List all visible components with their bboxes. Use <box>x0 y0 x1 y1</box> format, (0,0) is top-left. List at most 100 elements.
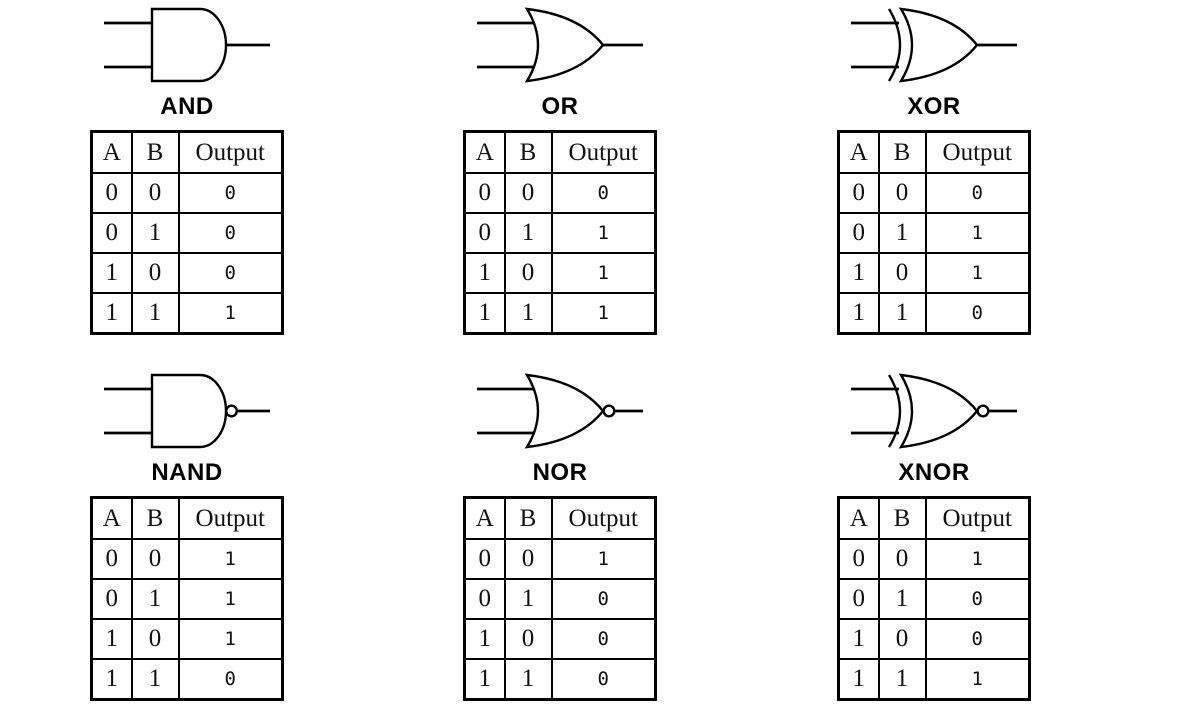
output-value: 0 <box>177 658 284 701</box>
xnor-gate-icon <box>851 373 1017 449</box>
b-value: 0 <box>503 538 553 580</box>
negation-bubble-icon <box>976 404 990 418</box>
a-value: 0 <box>837 212 880 254</box>
output-value: 0 <box>177 252 284 294</box>
a-value: 0 <box>90 172 133 214</box>
a-value: 0 <box>837 578 880 620</box>
output-value: 1 <box>550 212 657 254</box>
a-value: 0 <box>90 538 133 580</box>
output-value: 1 <box>177 538 284 580</box>
b-value: 0 <box>877 618 927 660</box>
gate-card-nor: NOR A B Output 0 0 1 0 1 0 1 0 0 <box>463 368 657 701</box>
b-value: 0 <box>503 252 553 294</box>
output-value: 0 <box>924 292 1031 335</box>
a-value: 0 <box>90 578 133 620</box>
b-value: 1 <box>877 658 927 701</box>
truth-row: 0 1 1 <box>837 212 1031 254</box>
truth-table-nand: A B Output 0 0 1 0 1 1 1 0 1 1 <box>90 496 284 701</box>
col-header-output: Output <box>550 496 657 540</box>
truth-table-or: A B Output 0 0 0 0 1 1 1 0 1 1 <box>463 130 657 335</box>
truth-row: 1 1 0 <box>463 658 657 701</box>
b-value: 0 <box>503 172 553 214</box>
truth-row: 1 1 0 <box>837 292 1031 335</box>
col-header-b: B <box>877 496 927 540</box>
col-header-output: Output <box>924 496 1031 540</box>
b-value: 0 <box>877 172 927 214</box>
output-value: 0 <box>924 578 1031 620</box>
truth-table-header-row: A B Output <box>463 130 657 174</box>
truth-table-nor: A B Output 0 0 1 0 1 0 1 0 0 1 <box>463 496 657 701</box>
a-value: 0 <box>90 212 133 254</box>
a-value: 0 <box>837 538 880 580</box>
output-value: 0 <box>924 618 1031 660</box>
col-header-output: Output <box>177 130 284 174</box>
truth-table-header-row: A B Output <box>463 496 657 540</box>
a-value: 0 <box>837 172 880 214</box>
col-header-b: B <box>503 130 553 174</box>
b-value: 1 <box>503 578 553 620</box>
b-value: 0 <box>503 618 553 660</box>
a-value: 1 <box>463 252 506 294</box>
b-value: 0 <box>130 538 180 580</box>
truth-row: 1 1 1 <box>837 658 1031 701</box>
a-value: 0 <box>463 172 506 214</box>
xor-gate-icon <box>851 7 1017 83</box>
output-value: 1 <box>177 292 284 335</box>
truth-row: 0 1 0 <box>90 212 284 254</box>
col-header-a: A <box>90 496 133 540</box>
output-value: 1 <box>177 578 284 620</box>
truth-row: 1 0 1 <box>463 252 657 294</box>
output-value: 1 <box>550 252 657 294</box>
b-value: 1 <box>130 578 180 620</box>
gate-card-xnor: XNOR A B Output 0 0 1 0 1 0 1 0 <box>837 368 1031 701</box>
truth-row: 1 0 1 <box>90 618 284 660</box>
truth-row: 1 0 0 <box>463 618 657 660</box>
output-value: 0 <box>550 618 657 660</box>
b-value: 0 <box>877 252 927 294</box>
truth-table-header-row: A B Output <box>90 496 284 540</box>
truth-row: 0 0 1 <box>837 538 1031 580</box>
b-value: 1 <box>130 292 180 335</box>
a-value: 1 <box>90 292 133 335</box>
a-value: 1 <box>90 658 133 701</box>
b-value: 1 <box>130 212 180 254</box>
output-value: 0 <box>177 212 284 254</box>
output-value: 1 <box>550 538 657 580</box>
truth-row: 1 0 0 <box>90 252 284 294</box>
gate-title: NAND <box>151 459 223 486</box>
col-header-a: A <box>837 130 880 174</box>
a-value: 1 <box>463 292 506 335</box>
a-value: 0 <box>463 578 506 620</box>
negation-bubble-icon <box>224 404 238 418</box>
truth-row: 0 1 0 <box>837 578 1031 620</box>
truth-row: 1 1 1 <box>463 292 657 335</box>
gate-card-and: AND A B Output 0 0 0 0 1 0 1 0 0 <box>90 2 284 335</box>
col-header-b: B <box>503 496 553 540</box>
truth-table-and: A B Output 0 0 0 0 1 0 1 0 0 1 <box>90 130 284 335</box>
output-value: 0 <box>550 658 657 701</box>
b-value: 1 <box>503 658 553 701</box>
b-value: 0 <box>130 252 180 294</box>
nand-gate-icon <box>104 373 270 449</box>
truth-table-header-row: A B Output <box>90 130 284 174</box>
b-value: 0 <box>130 618 180 660</box>
gate-title: XOR <box>907 93 961 120</box>
gate-title: XNOR <box>898 459 970 486</box>
col-header-a: A <box>463 130 506 174</box>
gate-card-nand: NAND A B Output 0 0 1 0 1 1 1 0 <box>90 368 284 701</box>
a-value: 1 <box>90 252 133 294</box>
output-value: 1 <box>924 658 1031 701</box>
gate-title: AND <box>160 93 214 120</box>
output-value: 1 <box>177 618 284 660</box>
a-value: 0 <box>463 538 506 580</box>
b-value: 1 <box>877 578 927 620</box>
a-value: 1 <box>837 618 880 660</box>
a-value: 1 <box>463 658 506 701</box>
b-value: 1 <box>130 658 180 701</box>
b-value: 0 <box>877 538 927 580</box>
truth-row: 0 0 1 <box>90 538 284 580</box>
truth-row: 0 1 1 <box>90 578 284 620</box>
truth-table-xor: A B Output 0 0 0 0 1 1 1 0 1 1 <box>837 130 1031 335</box>
gate-card-xor: XOR A B Output 0 0 0 0 1 1 1 0 1 <box>837 2 1031 335</box>
col-header-output: Output <box>924 130 1031 174</box>
